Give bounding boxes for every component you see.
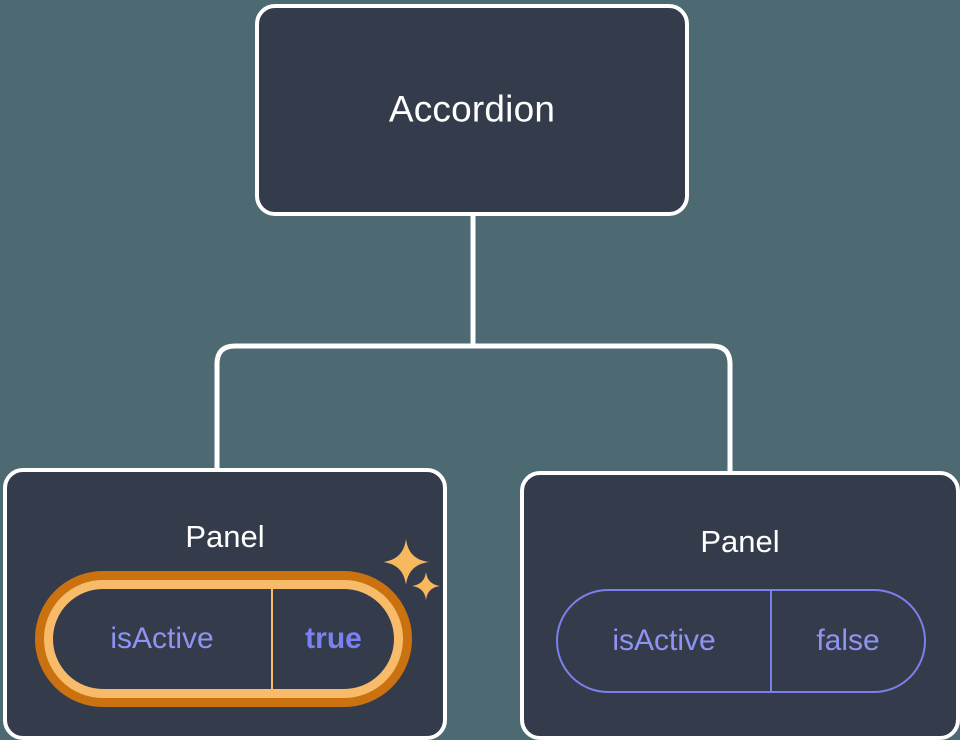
prop-key-isactive-active: isActive [110,622,214,655]
node-panel-active-title: Panel [185,519,265,554]
prop-value-false: false [770,591,924,691]
prop-pill-active[interactable]: isActive true [35,571,412,707]
sparkle-small-icon [412,572,440,600]
sparkle-large-icon [383,539,429,585]
connector-bus [214,343,733,471]
prop-pill-active-ring: isActive true [44,580,403,698]
node-accordion[interactable]: Accordion [255,4,689,216]
prop-pill-inactive[interactable]: isActive false [556,589,926,693]
prop-value-true: true [271,589,394,689]
prop-key-isactive-inactive: isActive [612,624,716,657]
node-panel-inactive-title: Panel [700,524,780,559]
node-accordion-title: Accordion [388,88,556,130]
